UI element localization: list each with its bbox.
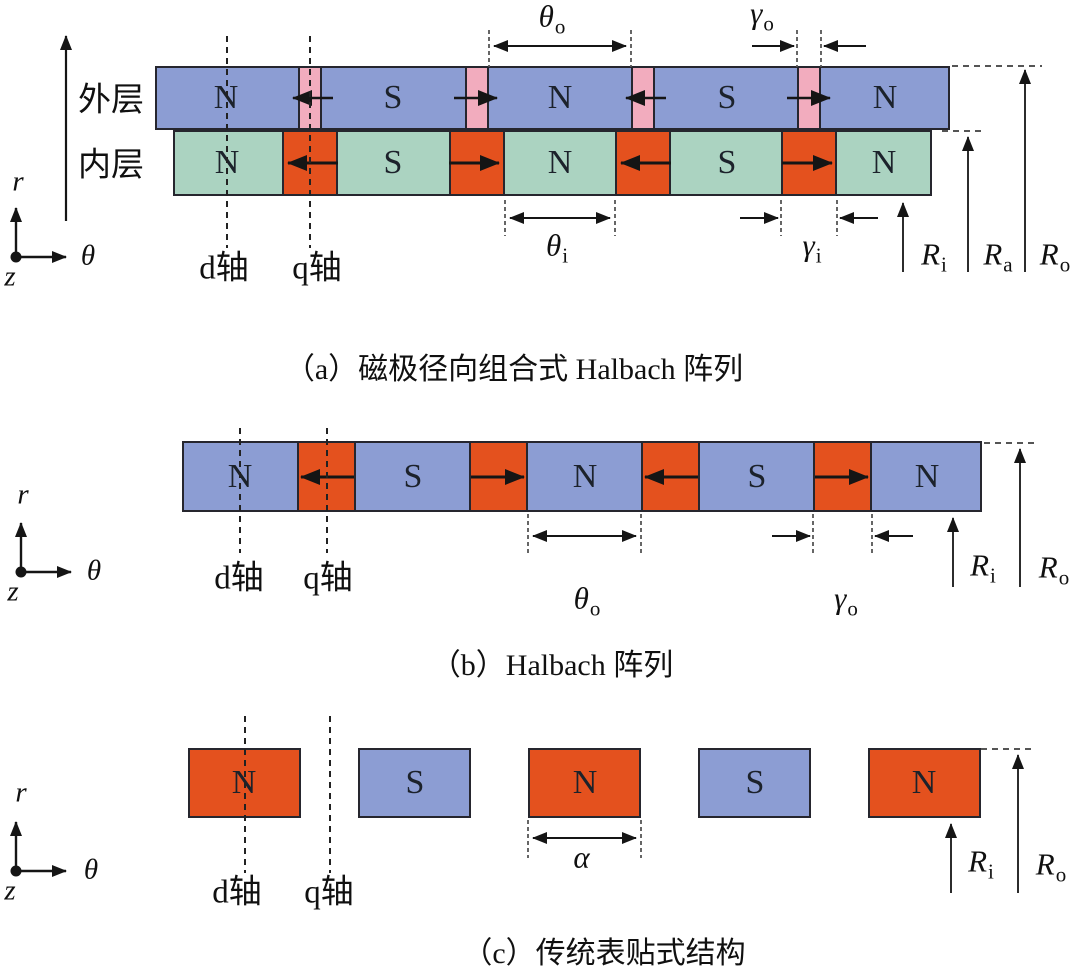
c-surface-magnet: [868, 748, 981, 818]
a-outer-separator-magnet: [797, 66, 821, 130]
q-axis-label: q轴: [292, 250, 342, 287]
c-surface-magnet: [358, 748, 471, 818]
z-axis-label: z: [7, 575, 19, 608]
magnet-pole-label: S: [717, 79, 737, 116]
figure-b-caption: （b）Halbach 阵列: [430, 649, 674, 682]
b-separator-magnet: [297, 441, 356, 512]
theta-axis-label: θ: [80, 239, 96, 272]
radius-ro-label: Ro: [1039, 236, 1071, 277]
r-axis-label: r: [12, 165, 24, 198]
magnet-pole-label: S: [403, 458, 423, 495]
magnet-pole-label: S: [405, 764, 425, 801]
radius-ri-label: Ri: [921, 236, 947, 277]
dim-alpha-label: α: [573, 839, 590, 875]
magnet-pole-label: N: [572, 458, 598, 495]
dim-theta-o-label: θo: [538, 0, 566, 39]
d-axis-label: d轴: [199, 250, 249, 287]
magnet-pole-label: N: [871, 144, 897, 181]
magnet-pole-label: N: [213, 79, 239, 116]
q-axis-label: q轴: [304, 874, 354, 911]
a-inner-separator-magnet: [449, 130, 505, 196]
radius-ri-label: Ri: [968, 843, 994, 884]
b-separator-magnet: [813, 441, 872, 512]
magnet-pole-label: S: [745, 764, 765, 801]
magnet-pole-label: N: [231, 764, 257, 801]
b-separator-magnet: [641, 441, 700, 512]
a-inner-separator-magnet: [282, 130, 338, 196]
magnet-pole-label: N: [572, 764, 598, 801]
a-outer-separator-magnet: [465, 66, 489, 130]
z-axis-label: z: [4, 874, 16, 907]
magnet-pole-label: N: [214, 144, 240, 181]
d-axis-label: d轴: [212, 874, 262, 911]
a-inner-separator-magnet: [615, 130, 671, 196]
figure-c-caption: （c）传统表贴式结构: [462, 937, 746, 970]
magnet-pole-label: N: [911, 764, 937, 801]
outer-layer-label: 外层: [78, 82, 144, 119]
r-axis-label: r: [17, 478, 29, 511]
c-surface-magnet: [698, 748, 811, 818]
magnet-pole-label: S: [383, 79, 403, 116]
dim-theta-i-label: θi: [545, 227, 569, 268]
magnet-pole-label: N: [914, 458, 940, 495]
r-axis-label: r: [15, 776, 27, 809]
q-axis-label: q轴: [303, 560, 353, 597]
dim-gamma-o-label: γo: [834, 580, 858, 621]
a-outer-separator-magnet: [298, 66, 322, 130]
theta-axis-label: θ: [86, 554, 102, 587]
d-axis-label: d轴: [214, 560, 264, 597]
theta-axis-label: θ: [83, 853, 99, 886]
magnet-pole-label: S: [747, 458, 767, 495]
magnet-pole-label: S: [717, 144, 737, 181]
figure-a-caption: （a）磁极径向组合式 Halbach 阵列: [284, 353, 744, 386]
magnet-pole-label: N: [547, 79, 573, 116]
b-separator-magnet: [469, 441, 528, 512]
dim-gamma-i-label: γi: [802, 227, 822, 268]
radius-ro-label: Ro: [1035, 846, 1067, 887]
a-inner-separator-magnet: [781, 130, 837, 196]
inner-layer-label: 内层: [78, 147, 144, 184]
magnet-pole-label: N: [872, 79, 898, 116]
radius-ri-label: Ri: [970, 547, 996, 588]
magnet-pole-label: N: [547, 144, 573, 181]
z-axis-label: z: [4, 260, 16, 293]
magnet-pole-label: N: [227, 458, 253, 495]
a-outer-separator-magnet: [631, 66, 655, 130]
c-surface-magnet: [528, 748, 641, 818]
radius-ro-label: Ro: [1038, 549, 1070, 590]
magnet-pole-label: S: [383, 144, 403, 181]
radius-ra-label: Ra: [983, 236, 1013, 277]
dim-gamma-o-label: γo: [750, 0, 774, 36]
dim-theta-o-label: θo: [573, 580, 601, 621]
